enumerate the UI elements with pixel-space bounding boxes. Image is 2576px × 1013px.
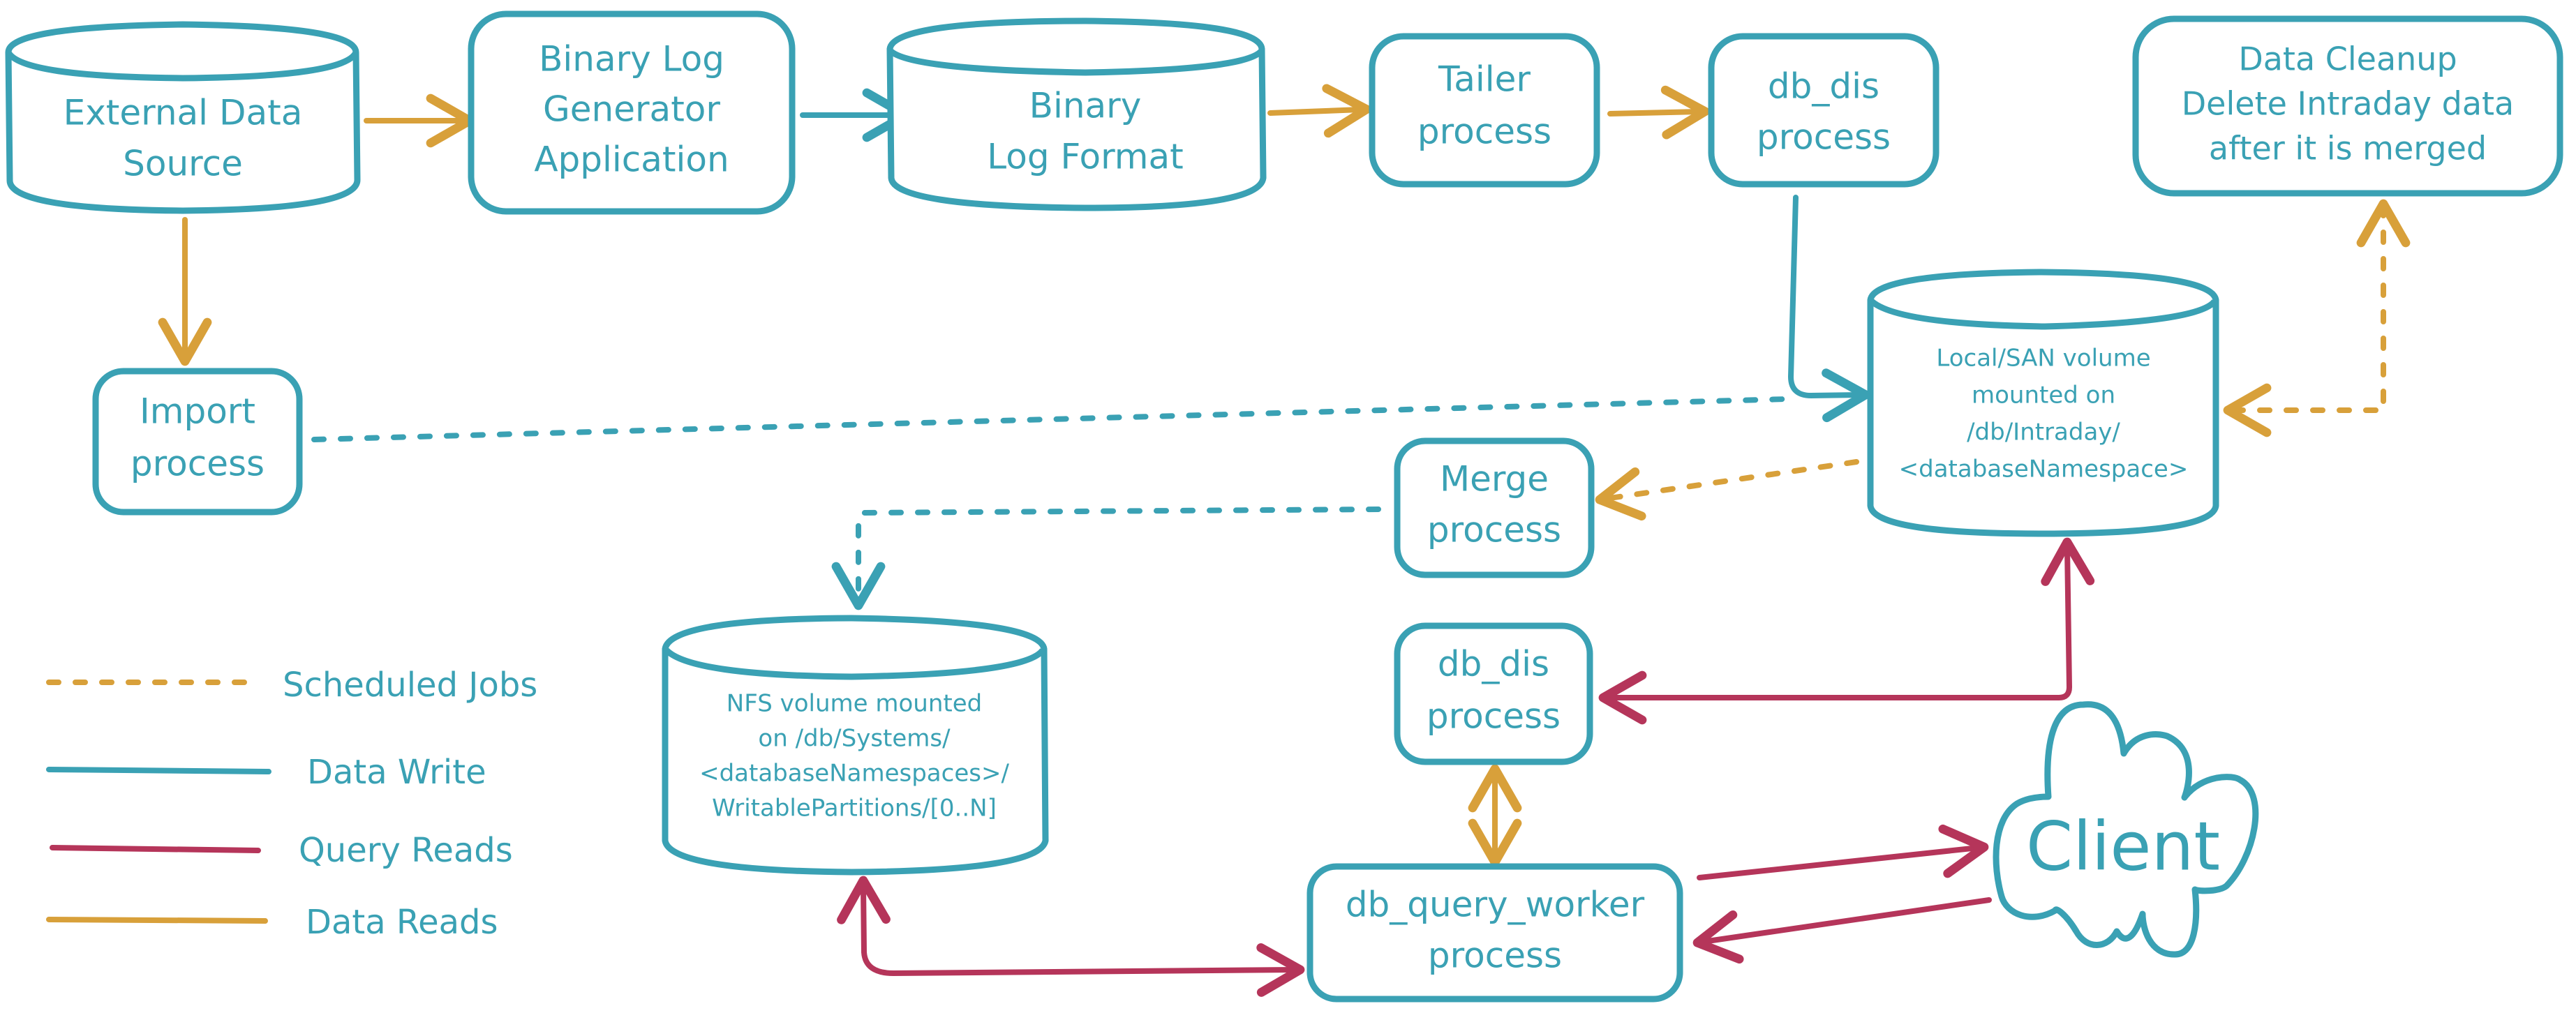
- node-db-query-worker[interactable]: db_query_worker process: [1306, 863, 1683, 1003]
- node-label: Application: [534, 140, 729, 180]
- node-label: /db/Intraday/: [1967, 419, 2120, 447]
- node-label: process: [1427, 696, 1561, 737]
- box-shape: [2132, 15, 2563, 197]
- node-label: Merge: [1440, 459, 1549, 500]
- node-label: after it is merged: [2209, 130, 2487, 167]
- node-import[interactable]: Import process: [92, 368, 303, 516]
- node-label: Client: [2026, 807, 2220, 885]
- node-label: Generator: [543, 89, 720, 130]
- node-label: Import: [140, 391, 255, 432]
- legend-label: Data Reads: [306, 903, 498, 942]
- legend-swatch: [46, 767, 271, 774]
- edge-merge-to-nfs[interactable]: [831, 506, 1381, 610]
- box-shape: [1394, 437, 1595, 578]
- edge-tailer-to-dbdis[interactable]: [1607, 85, 1710, 140]
- node-label: process: [1428, 936, 1562, 976]
- legend-item-data-write: Data Write: [46, 753, 486, 792]
- box-shape: [1708, 33, 1940, 188]
- node-label: Tailer: [1438, 59, 1531, 100]
- edge-localsan-dbdis-bottom[interactable]: [1598, 537, 2095, 725]
- node-label: NFS volume mounted: [727, 690, 982, 718]
- node-external-data-source[interactable]: External Data Source: [5, 21, 361, 214]
- node-local-san-volume[interactable]: Local/SAN volume mounted on /db/Intraday…: [1867, 269, 2219, 537]
- box-shape: [1369, 33, 1600, 188]
- edge-binlog-to-tailer[interactable]: [1267, 84, 1371, 138]
- box-shape: [1394, 622, 1593, 765]
- node-label: Binary: [1029, 86, 1142, 126]
- node-merge[interactable]: Merge process: [1394, 437, 1595, 578]
- box-shape: [1306, 863, 1683, 1003]
- node-label: Local/SAN volume: [1936, 345, 2150, 373]
- node-binary-log-format[interactable]: Binary Log Format: [886, 17, 1267, 211]
- legend: Scheduled Jobs Data Write Query Reads Da…: [46, 666, 537, 942]
- node-data-cleanup[interactable]: Data Cleanup Delete Intraday data after …: [2132, 15, 2563, 197]
- node-tailer[interactable]: Tailer process: [1369, 33, 1600, 188]
- legend-item-data-reads: Data Reads: [46, 903, 498, 942]
- edge-dbdis-to-localsan[interactable]: [1788, 195, 1870, 423]
- edge-localsan-to-merge[interactable]: [1595, 459, 1859, 521]
- legend-label: Scheduled Jobs: [283, 666, 537, 705]
- edge-cleanup-localsan[interactable]: [2223, 199, 2411, 437]
- node-label: db_query_worker: [1346, 885, 1645, 925]
- node-label: process: [1427, 510, 1561, 550]
- cylinder-rim: [887, 47, 1265, 76]
- node-label: <databaseNamespace>: [1899, 456, 2189, 483]
- box-shape: [468, 10, 796, 215]
- node-nfs-volume[interactable]: NFS volume mounted on /db/Systems/ <data…: [662, 615, 1049, 876]
- node-label: on /db/Systems/: [758, 725, 951, 753]
- cylinder-shape: [5, 21, 361, 214]
- cylinder-rim: [664, 647, 1045, 680]
- node-label: Source: [123, 144, 243, 184]
- node-label: db_dis: [1768, 66, 1879, 107]
- cylinder-shape: [1867, 269, 2219, 537]
- node-label: process: [1417, 112, 1551, 152]
- cylinder-rim: [1870, 299, 2217, 330]
- box-shape: [92, 368, 303, 516]
- edges: [158, 84, 2411, 997]
- node-label: process: [1757, 117, 1891, 158]
- node-label: Binary Log: [539, 39, 724, 80]
- node-client[interactable]: Client: [1993, 701, 2259, 958]
- cylinder-shape: [662, 615, 1049, 876]
- node-label: WritablePartitions/[0..N]: [712, 795, 997, 823]
- edge-client-to-queryworker[interactable]: [1692, 897, 1992, 964]
- legend-item-query-reads: Query Reads: [50, 831, 513, 870]
- edge-import-to-localsan[interactable]: [311, 396, 1789, 442]
- node-label: process: [131, 444, 265, 484]
- legend-swatch: [50, 845, 261, 853]
- node-db-dis-bottom[interactable]: db_dis process: [1394, 622, 1593, 765]
- cylinder-rim: [6, 50, 359, 82]
- node-db-dis-top[interactable]: db_dis process: [1708, 33, 1940, 188]
- node-label: db_dis: [1438, 644, 1549, 684]
- legend-label: Query Reads: [299, 831, 513, 870]
- legend-item-scheduled-jobs: Scheduled Jobs: [46, 666, 537, 705]
- node-label: Data Cleanup: [2238, 40, 2457, 78]
- node-label: Log Format: [987, 137, 1183, 177]
- legend-label: Data Write: [307, 753, 486, 792]
- node-label: External Data: [64, 93, 303, 133]
- node-label: Delete Intraday data: [2182, 85, 2514, 123]
- node-binary-log-generator[interactable]: Binary Log Generator Application: [468, 10, 796, 215]
- node-label: <databaseNamespaces>/: [699, 760, 1009, 788]
- legend-swatch: [46, 917, 268, 924]
- edge-nfs-queryworker[interactable]: [837, 876, 1305, 997]
- edge-queryworker-to-client[interactable]: [1697, 824, 1989, 880]
- cloud-shape: [1993, 701, 2259, 958]
- node-label: mounted on: [1972, 382, 2115, 410]
